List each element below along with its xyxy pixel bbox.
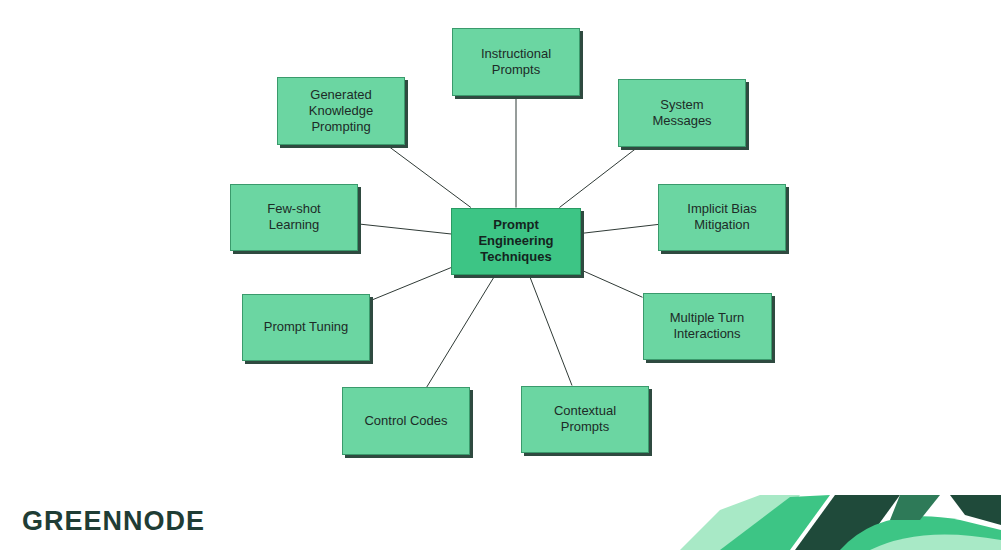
node-label: Multiple Turn Interactions bbox=[654, 310, 761, 342]
connector-line bbox=[529, 275, 572, 386]
deco-shape bbox=[870, 534, 1001, 550]
node-label: Prompt Tuning bbox=[264, 319, 349, 335]
hub-box: Prompt Engineering Techniques bbox=[451, 208, 581, 275]
technique-box: Generated Knowledge Prompting bbox=[277, 77, 405, 145]
node-label: Prompt Engineering Techniques bbox=[462, 217, 570, 265]
connector-line bbox=[358, 224, 451, 234]
deco-shape bbox=[840, 516, 1001, 550]
connector-line bbox=[559, 147, 637, 208]
technique-box: Instructional Prompts bbox=[452, 28, 580, 96]
connector-line bbox=[370, 268, 451, 301]
deco-shape bbox=[890, 495, 940, 520]
connector-line bbox=[581, 270, 643, 297]
node-label: Few-shot Learning bbox=[241, 201, 347, 233]
node-label: Implicit Bias Mitigation bbox=[669, 201, 775, 233]
connector-line bbox=[387, 145, 471, 208]
technique-box: System Messages bbox=[618, 79, 746, 147]
technique-box: Few-shot Learning bbox=[230, 184, 358, 251]
connector-line bbox=[516, 96, 517, 208]
node-label: Contextual Prompts bbox=[532, 403, 638, 435]
node-label: Generated Knowledge Prompting bbox=[288, 87, 394, 135]
technique-box: Multiple Turn Interactions bbox=[643, 293, 772, 360]
connector-line bbox=[581, 224, 658, 233]
node-label: Instructional Prompts bbox=[463, 46, 569, 78]
technique-box: Contextual Prompts bbox=[521, 386, 649, 453]
deco-shape bbox=[950, 495, 1001, 525]
technique-box: Control Codes bbox=[342, 387, 470, 455]
brand-logo: GREENNODE bbox=[22, 506, 205, 537]
technique-box: Prompt Tuning bbox=[242, 294, 370, 361]
technique-box: Implicit Bias Mitigation bbox=[658, 184, 786, 251]
connector-line bbox=[427, 275, 496, 388]
node-label: System Messages bbox=[629, 97, 735, 129]
node-label: Control Codes bbox=[364, 413, 447, 429]
